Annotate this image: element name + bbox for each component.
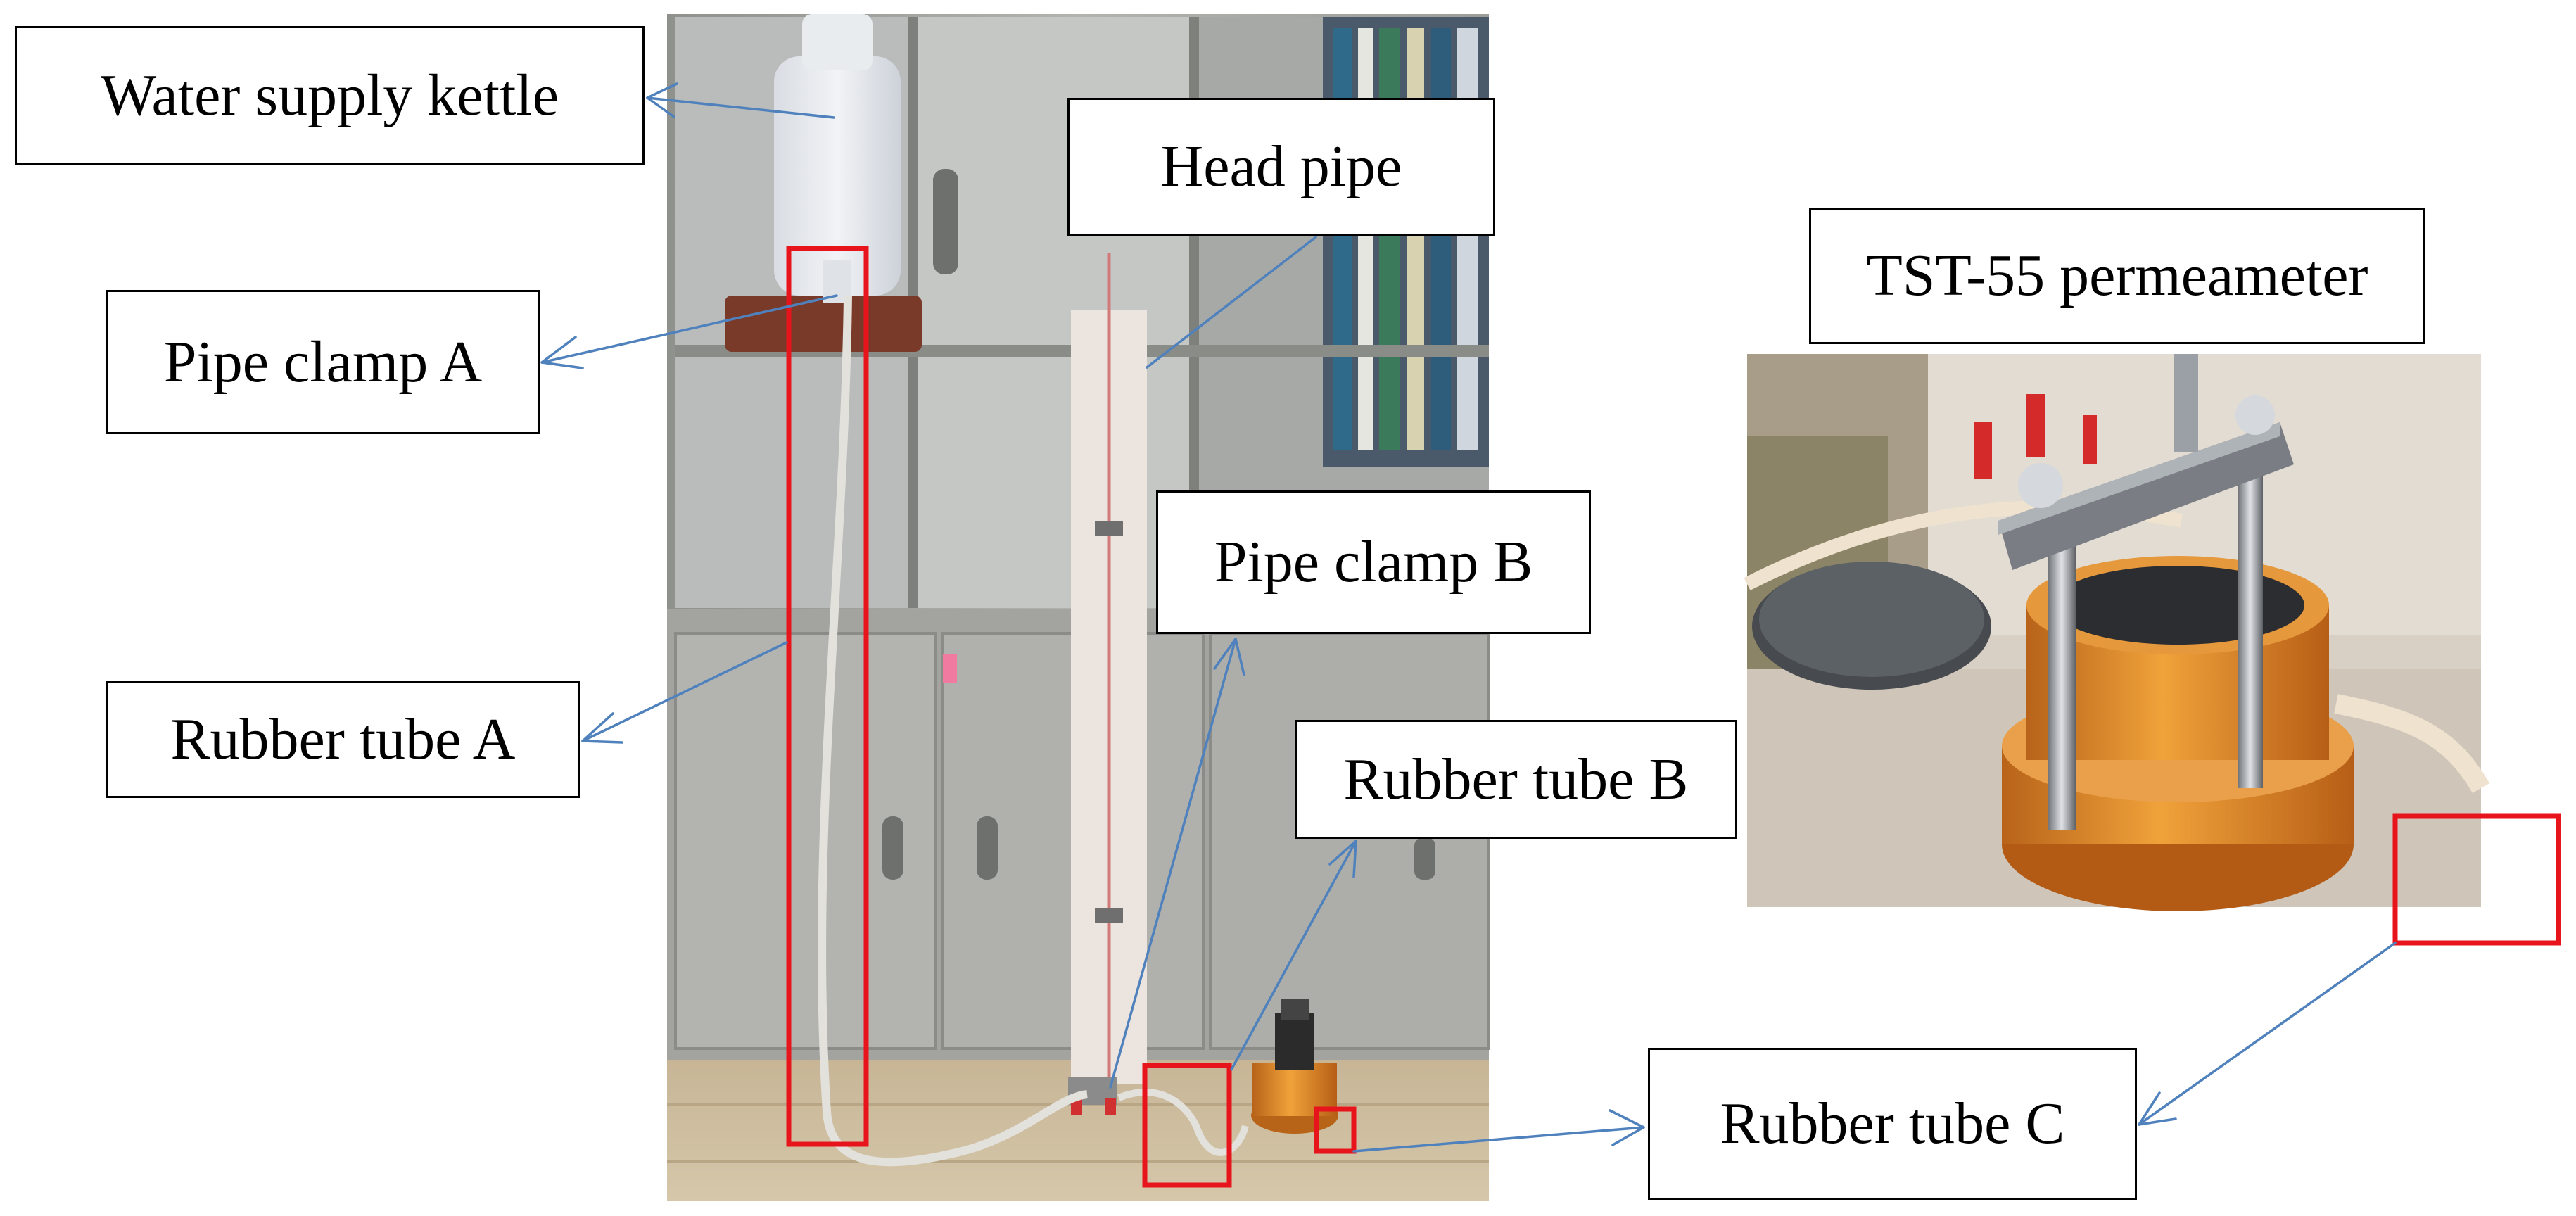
label-rubber-tube-b: Rubber tube B bbox=[1295, 720, 1737, 839]
label-head-pipe: Head pipe bbox=[1067, 98, 1495, 236]
label-pipe-clamp-a-text: Pipe clamp A bbox=[163, 329, 483, 395]
label-tst55-permeameter-text: TST-55 permeameter bbox=[1866, 243, 2368, 308]
label-water-supply-kettle-text: Water supply kettle bbox=[100, 62, 559, 128]
label-rubber-tube-c-text: Rubber tube C bbox=[1720, 1091, 2065, 1156]
label-head-pipe-text: Head pipe bbox=[1160, 134, 1402, 199]
label-rubber-tube-a: Rubber tube A bbox=[106, 681, 580, 798]
permeameter-photo bbox=[1744, 354, 2490, 911]
label-rubber-tube-b-text: Rubber tube B bbox=[1343, 746, 1689, 812]
label-pipe-clamp-b-text: Pipe clamp B bbox=[1214, 529, 1533, 595]
label-pipe-clamp-a: Pipe clamp A bbox=[106, 290, 540, 434]
label-tst55-permeameter: TST-55 permeameter bbox=[1809, 208, 2425, 344]
label-rubber-tube-a-text: Rubber tube A bbox=[170, 707, 516, 772]
label-rubber-tube-c: Rubber tube C bbox=[1648, 1048, 2137, 1200]
label-pipe-clamp-b: Pipe clamp B bbox=[1156, 490, 1591, 634]
label-water-supply-kettle: Water supply kettle bbox=[15, 26, 645, 165]
